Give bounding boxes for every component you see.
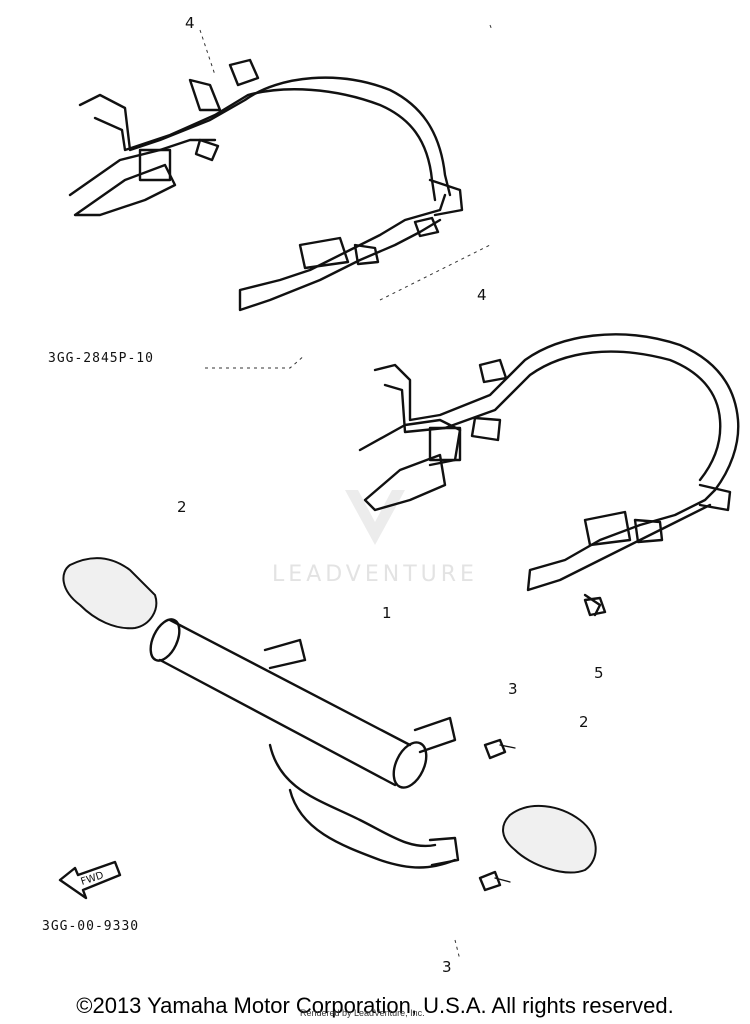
footer: ©2013 Yamaha Motor Corporation, U.S.A. A… — [0, 988, 750, 1024]
upper-guard-frame[interactable] — [68, 58, 464, 312]
collar[interactable] — [583, 596, 607, 617]
copyright-text: ©2013 Yamaha Motor Corporation, U.S.A. A… — [76, 993, 674, 1018]
callout-3-lower: 3 — [442, 958, 452, 976]
bolt-lower[interactable] — [478, 870, 511, 892]
rendered-by-text: Rendered by LeadVenture, Inc. — [300, 1008, 425, 1018]
callout-5: 5 — [594, 664, 604, 682]
lower-guard-frame[interactable] — [358, 333, 740, 617]
fwd-arrow: FWD — [58, 860, 122, 900]
callout-4-lower: 4 — [477, 286, 487, 304]
callout-3-upper: 3 — [508, 680, 518, 698]
callout-4-top: 4 — [185, 14, 195, 32]
diagram-code-bottom: 3GG-00-9330 — [42, 919, 139, 934]
diagram-code-top: 3GG-2845P-10 — [48, 351, 154, 366]
watermark-text: LEADVENTURE — [272, 562, 478, 587]
callout-2-right: 2 — [579, 713, 589, 731]
end-cap-right[interactable] — [502, 804, 597, 874]
watermark: LEADVENTURE — [272, 490, 478, 587]
end-cap-left[interactable] — [62, 557, 158, 630]
bumper-tube[interactable] — [145, 615, 460, 869]
bolt-upper[interactable] — [483, 738, 516, 760]
callout-2-left: 2 — [177, 498, 187, 516]
callout-1: 1 — [382, 604, 392, 622]
leadventure-logo-icon — [345, 490, 405, 545]
